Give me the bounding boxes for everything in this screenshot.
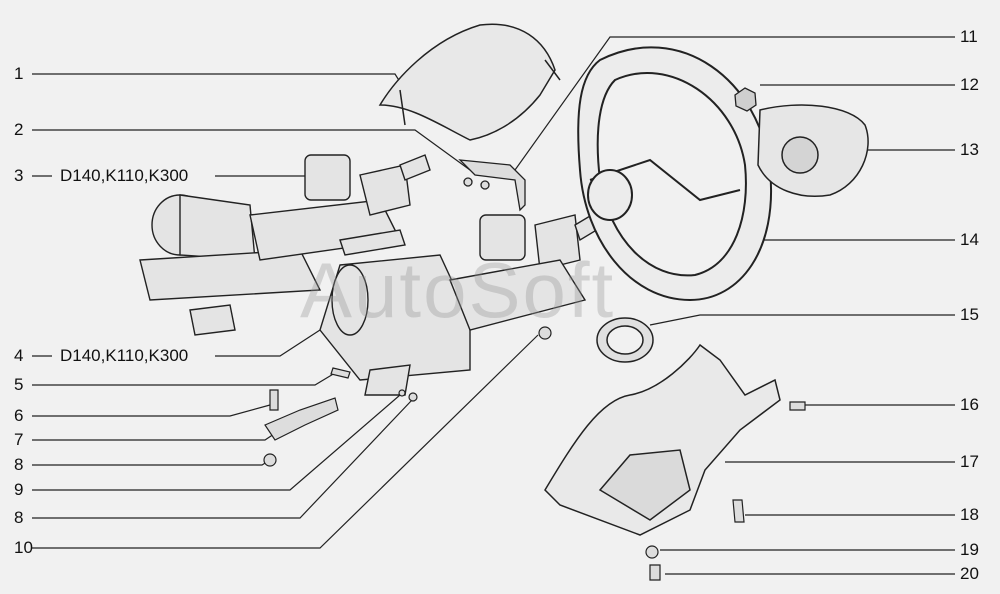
leader-5 [32,369,341,386]
callout-4: 4 [14,346,24,365]
callout-1: 1 [14,64,24,83]
callout-15: 15 [960,305,979,324]
callout-8a: 8 [14,455,24,474]
callout-13: 13 [960,140,979,159]
nut-10 [538,326,552,340]
lower-shroud [544,343,781,536]
screw-16 [789,401,806,411]
washer-9 [398,389,406,397]
nut-8b [408,392,418,402]
u-joint-7 [264,397,339,441]
nut-8a [263,453,277,467]
callout-4-variant: D140,K110,K300 [60,346,189,365]
nut-12 [734,87,757,112]
callout-9: 9 [14,480,24,499]
callout-7: 7 [14,430,24,449]
watermark: AutoSoft [300,246,616,334]
bracket [458,159,526,212]
screw-18 [732,499,745,523]
callout-8b: 8 [14,508,24,527]
steering-wheel [577,46,773,302]
leader-1 [32,73,401,83]
leader-10 [32,334,539,549]
leader-8b [32,399,413,519]
upper-shroud [378,23,561,141]
leader-8a [32,459,271,466]
callout-19: 19 [960,540,979,559]
leader-15 [649,314,955,326]
callout-3-variant: D140,K110,K300 [60,166,189,185]
leader-11 [514,36,955,171]
leader-2 [32,129,471,171]
steering-column-left [139,154,431,336]
screw-20 [649,564,661,581]
callout-5: 5 [14,375,24,394]
leader-6 [32,404,271,417]
callout-10: 10 [14,538,33,557]
bolt-5 [330,367,351,379]
callout-12: 12 [960,75,979,94]
callout-2: 2 [14,120,24,139]
bolt-6 [269,389,279,411]
callout-14: 14 [960,230,979,249]
callout-18: 18 [960,505,979,524]
callout-16: 16 [960,395,979,414]
leader-7 [32,429,281,441]
fasteners-lower [645,499,745,581]
airbag-module [757,104,869,197]
clip-19 [645,545,659,559]
callout-3: 3 [14,166,24,185]
callout-20: 20 [960,564,979,583]
small-hardware [263,326,552,467]
callout-6: 6 [14,406,24,425]
leader-4b [215,329,321,357]
steering-column-right [319,208,606,396]
contact-ring [596,317,654,363]
callout-17: 17 [960,452,979,471]
callout-11: 11 [960,27,978,46]
leader-9 [32,394,401,491]
